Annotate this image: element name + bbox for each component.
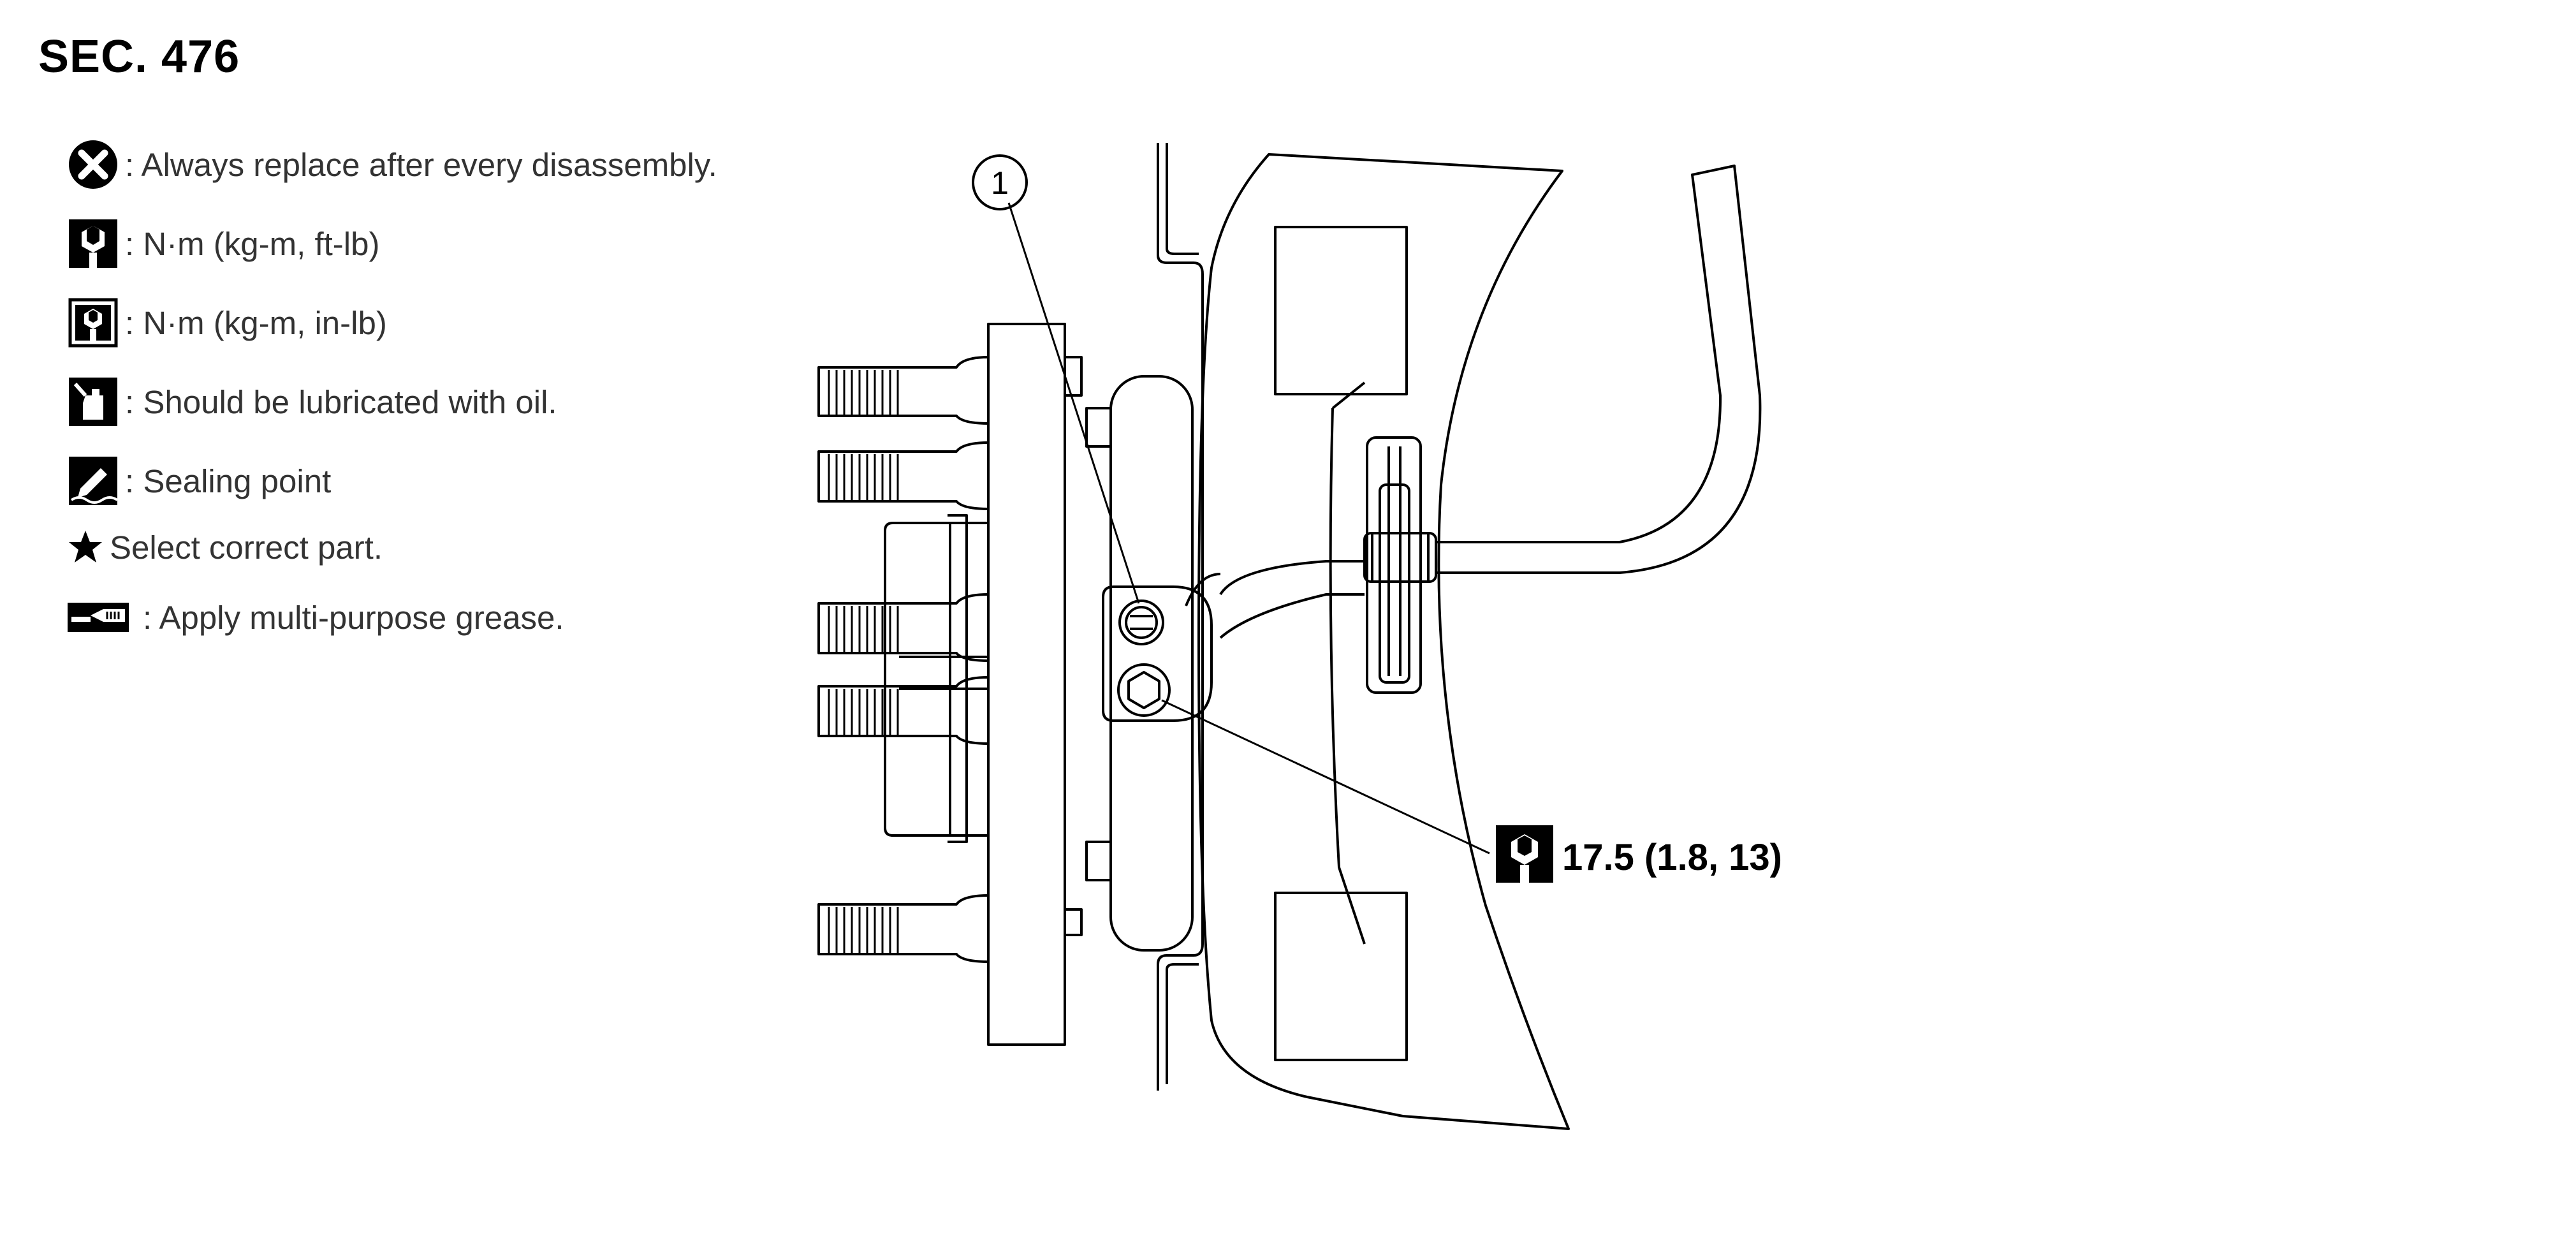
steering-knuckle xyxy=(1197,153,1570,1130)
legend-item-sealing: : Sealing point xyxy=(66,455,331,506)
sensor-bracket xyxy=(1102,585,1213,722)
callout-leader-1 xyxy=(1007,202,1140,604)
knuckle-upper-window xyxy=(1274,226,1408,395)
callout-number-1: 1 xyxy=(991,165,1009,201)
legend-text: : N·m (kg-m, in-lb) xyxy=(125,304,387,341)
legend-item-torque-in-lb: : N·m (kg-m, in-lb) xyxy=(66,297,387,348)
legend-text: : Apply multi-purpose grease. xyxy=(143,599,564,636)
section-title: SEC. 476 xyxy=(38,31,240,82)
legend-text: : Always replace after every disassembly… xyxy=(125,146,717,183)
torque-leader xyxy=(1161,699,1490,855)
legend-text: Select correct part. xyxy=(110,529,383,566)
legend-text: : Should be lubricated with oil. xyxy=(125,383,557,420)
backing-plate xyxy=(1157,143,1204,1091)
sensor-bolt xyxy=(1117,663,1171,717)
harness-slot-outer xyxy=(1366,436,1422,694)
hub-spindle xyxy=(884,522,990,837)
legend-text: : N·m (kg-m, ft-lb) xyxy=(125,225,380,262)
sealing-icon xyxy=(66,454,120,508)
torque-spec-label: 17.5 (1.8, 13) xyxy=(1562,837,1782,878)
hub-bearing-housing xyxy=(1109,375,1194,952)
torque-wrench-icon xyxy=(1496,825,1553,883)
knuckle-lower-window xyxy=(1274,892,1408,1061)
grease-icon xyxy=(66,600,130,635)
hub-flange xyxy=(987,323,1066,1046)
callout-circle-1 xyxy=(972,154,1028,210)
sensor-harness xyxy=(1435,165,1762,574)
legend-item-grease: : Apply multi-purpose grease. xyxy=(66,592,564,643)
legend-item-torque-ft-lb: : N·m (kg-m, ft-lb) xyxy=(66,218,379,269)
torque-wrench-icon xyxy=(66,217,120,270)
always-replace-icon xyxy=(66,138,120,191)
oil-can-icon xyxy=(66,375,120,429)
harness-slot-inner xyxy=(1379,483,1410,684)
legend-item-select-part: Select correct part. xyxy=(66,522,383,573)
legend-text: : Sealing point xyxy=(125,462,332,499)
legend-item-oil: : Should be lubricated with oil. xyxy=(66,376,557,427)
wheel-studs xyxy=(817,356,990,963)
harness-grommet xyxy=(1363,532,1437,583)
star-icon xyxy=(66,528,105,566)
legend-item-always-replace: : Always replace after every disassembly… xyxy=(66,139,717,190)
sensor-screw xyxy=(1118,600,1164,645)
torque-wrench-small-icon xyxy=(66,296,120,349)
